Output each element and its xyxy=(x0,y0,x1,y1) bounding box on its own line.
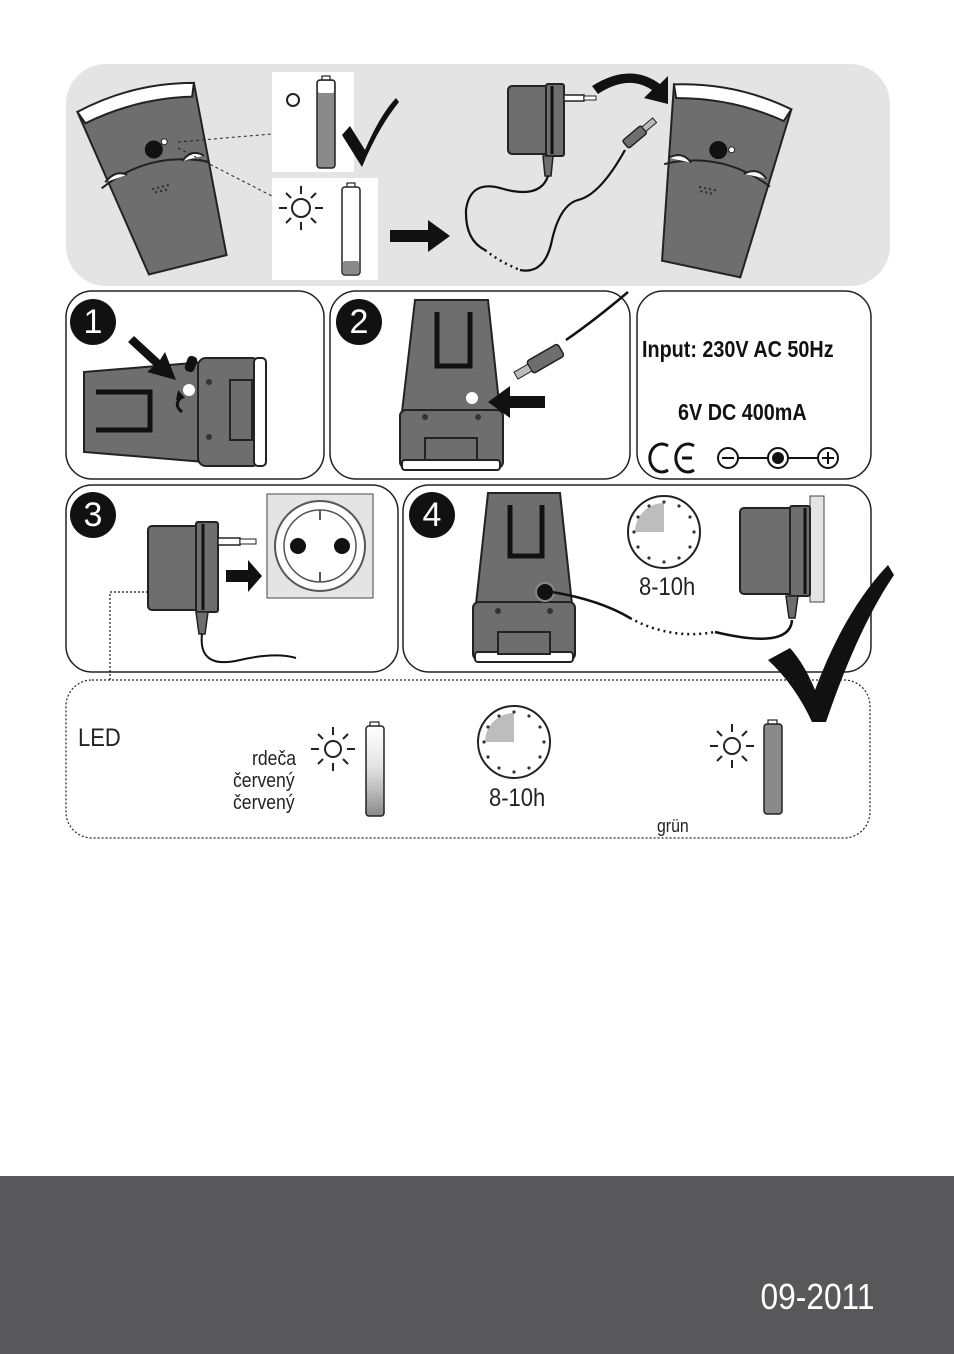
arrow-right-icon xyxy=(390,220,450,252)
adapter-top xyxy=(507,83,597,177)
big-checkmark-icon xyxy=(768,565,894,722)
lamp-right xyxy=(660,83,793,279)
battery-full-green-icon xyxy=(763,719,783,815)
led-red-label-2: červený xyxy=(233,770,295,792)
panel-specs xyxy=(636,290,872,480)
led-section xyxy=(65,679,871,839)
lamp-left xyxy=(75,81,228,276)
dc-plug-top xyxy=(622,117,658,149)
battery-low-icon xyxy=(341,182,361,276)
led-red-label-1: rdeča xyxy=(252,748,297,770)
polarity-icon xyxy=(717,447,839,469)
led-on-icon xyxy=(279,186,323,230)
adapter-in-socket-step-4 xyxy=(739,495,825,619)
spec-output: 6V DC 400mA xyxy=(678,399,807,425)
footer-date: 09-2011 xyxy=(760,1276,874,1317)
clock-icon xyxy=(627,495,701,569)
step-number-4: 4 xyxy=(409,492,455,538)
arrow-step-2 xyxy=(488,386,545,418)
step-number-2: 2 xyxy=(336,299,382,345)
lamp-upright-step-2 xyxy=(399,299,504,471)
lamp-side-step-1 xyxy=(83,355,267,467)
clock-led-icon xyxy=(477,705,551,779)
led-title: LED xyxy=(78,724,121,752)
led-red-label-3: červený xyxy=(233,792,295,814)
step-number-3: 3 xyxy=(70,492,116,538)
footer-bar xyxy=(0,1176,954,1354)
arrow-step-3 xyxy=(226,560,262,592)
status-card-on xyxy=(272,178,378,280)
wall-socket-icon xyxy=(266,493,374,599)
charge-time-step-4: 8-10h xyxy=(639,573,696,601)
checkmark-icon xyxy=(342,98,399,167)
battery-charging-icon xyxy=(365,721,385,817)
led-off-icon xyxy=(286,93,300,107)
step-number-1: 1 xyxy=(70,299,116,345)
status-card-off xyxy=(272,72,354,172)
battery-full-icon xyxy=(316,75,336,169)
curved-arrow-icon xyxy=(592,73,668,104)
spec-input: Input: 230V AC 50Hz xyxy=(642,336,834,362)
adapter-step-3 xyxy=(147,521,257,635)
dc-plug-step-2 xyxy=(513,343,565,380)
lamp-upright-step-4 xyxy=(472,492,576,663)
instruction-artwork xyxy=(65,64,894,839)
arrow-step-1 xyxy=(128,336,176,380)
led-on-green-icon xyxy=(710,724,754,768)
ce-mark-icon xyxy=(648,442,695,474)
led-charge-time: 8-10h xyxy=(489,784,546,812)
led-green-label: grün xyxy=(657,816,689,836)
led-on-red-icon xyxy=(311,727,355,771)
